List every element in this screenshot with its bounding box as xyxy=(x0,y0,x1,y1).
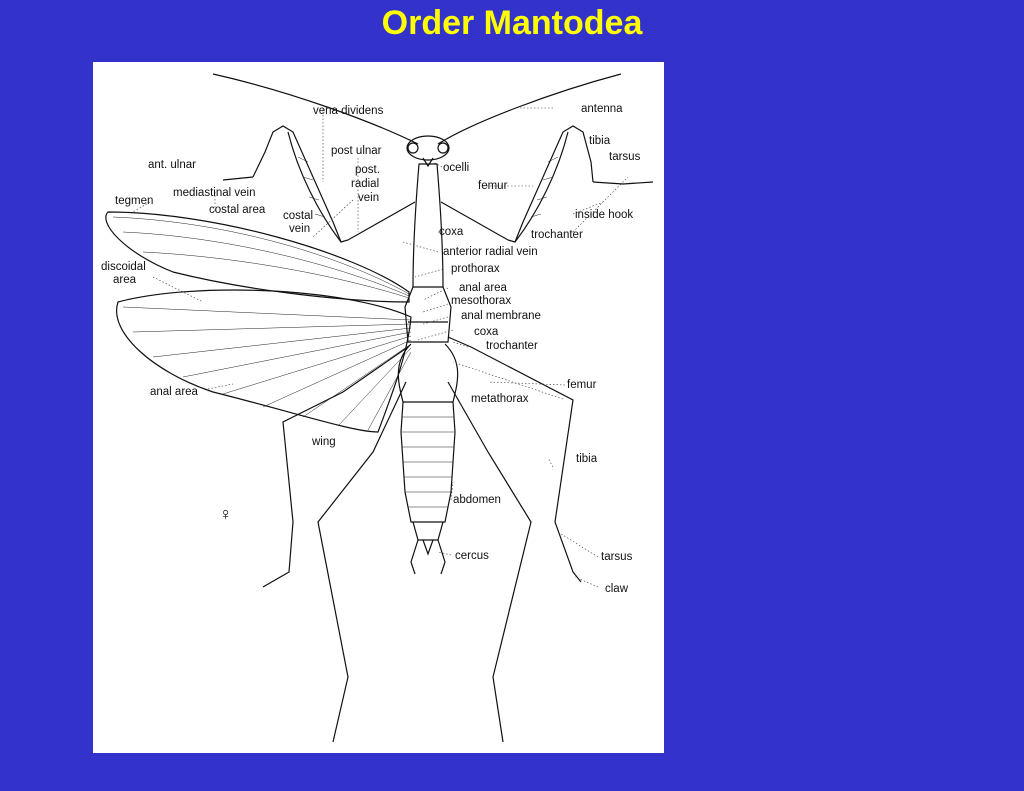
label-prothorax: prothorax xyxy=(451,263,500,275)
label-inside-hook: inside hook xyxy=(575,209,633,221)
label-discoidal-area-1: discoidal xyxy=(101,261,146,273)
slide-title: Order Mantodea xyxy=(381,4,643,42)
label-costal-vein-2: vein xyxy=(289,223,310,235)
label-costal-area: costal area xyxy=(209,204,266,216)
thorax-abdomen xyxy=(397,286,459,575)
label-post-radial-vein-3: vein xyxy=(358,192,379,204)
label-abdomen: abdomen xyxy=(453,494,501,506)
label-femur-hind: femur xyxy=(567,379,597,391)
label-trochanter-front: trochanter xyxy=(531,229,583,241)
label-vena-dividens: vena dividens xyxy=(313,105,384,117)
label-post-radial-vein-1: post. xyxy=(355,164,380,176)
label-anal-area-top: anal area xyxy=(459,282,508,294)
label-tibia-front: tibia xyxy=(589,135,611,147)
female-symbol: ♀ xyxy=(219,504,233,524)
forelegs xyxy=(222,125,654,243)
left-wings xyxy=(105,211,412,433)
head xyxy=(406,135,450,168)
label-coxa-mid: coxa xyxy=(474,326,499,338)
label-post-radial-vein-2: radial xyxy=(351,178,379,190)
mantis-diagram-panel: vena dividens antenna post ulnar tibia t… xyxy=(93,62,664,753)
label-costal-vein-1: costal xyxy=(283,210,313,222)
antennae xyxy=(212,73,622,145)
label-tibia-hind: tibia xyxy=(576,453,598,465)
label-discoidal-area-2: area xyxy=(113,274,137,286)
label-post-ulnar: post ulnar xyxy=(331,145,382,157)
hind-legs xyxy=(317,381,532,743)
label-tarsus-hind: tarsus xyxy=(601,551,633,563)
label-trochanter-mid: trochanter xyxy=(486,340,538,352)
label-tarsus-front: tarsus xyxy=(609,151,641,163)
leader-lines xyxy=(132,107,629,588)
label-ant-ulnar: ant. ulnar xyxy=(148,159,196,171)
label-anal-membrane: anal membrane xyxy=(461,310,541,322)
label-anterior-radial-vein: anterior radial vein xyxy=(443,246,538,258)
middle-legs xyxy=(262,336,582,588)
label-tegmen: tegmen xyxy=(115,195,153,207)
label-cercus: cercus xyxy=(455,550,489,562)
labels: vena dividens antenna post ulnar tibia t… xyxy=(101,103,641,595)
label-wing: wing xyxy=(311,436,336,448)
label-anal-area-wing: anal area xyxy=(150,386,199,398)
label-coxa-front: coxa xyxy=(439,226,464,238)
label-antenna: antenna xyxy=(581,103,623,115)
label-femur-front: femur xyxy=(478,180,508,192)
label-claw: claw xyxy=(605,583,629,595)
label-mediastinal-vein: mediastinal vein xyxy=(173,187,255,199)
mantis-diagram: vena dividens antenna post ulnar tibia t… xyxy=(101,73,654,743)
label-metathorax: metathorax xyxy=(471,393,529,405)
label-mesothorax: mesothorax xyxy=(451,295,511,307)
label-ocelli: ocelli xyxy=(443,162,469,174)
